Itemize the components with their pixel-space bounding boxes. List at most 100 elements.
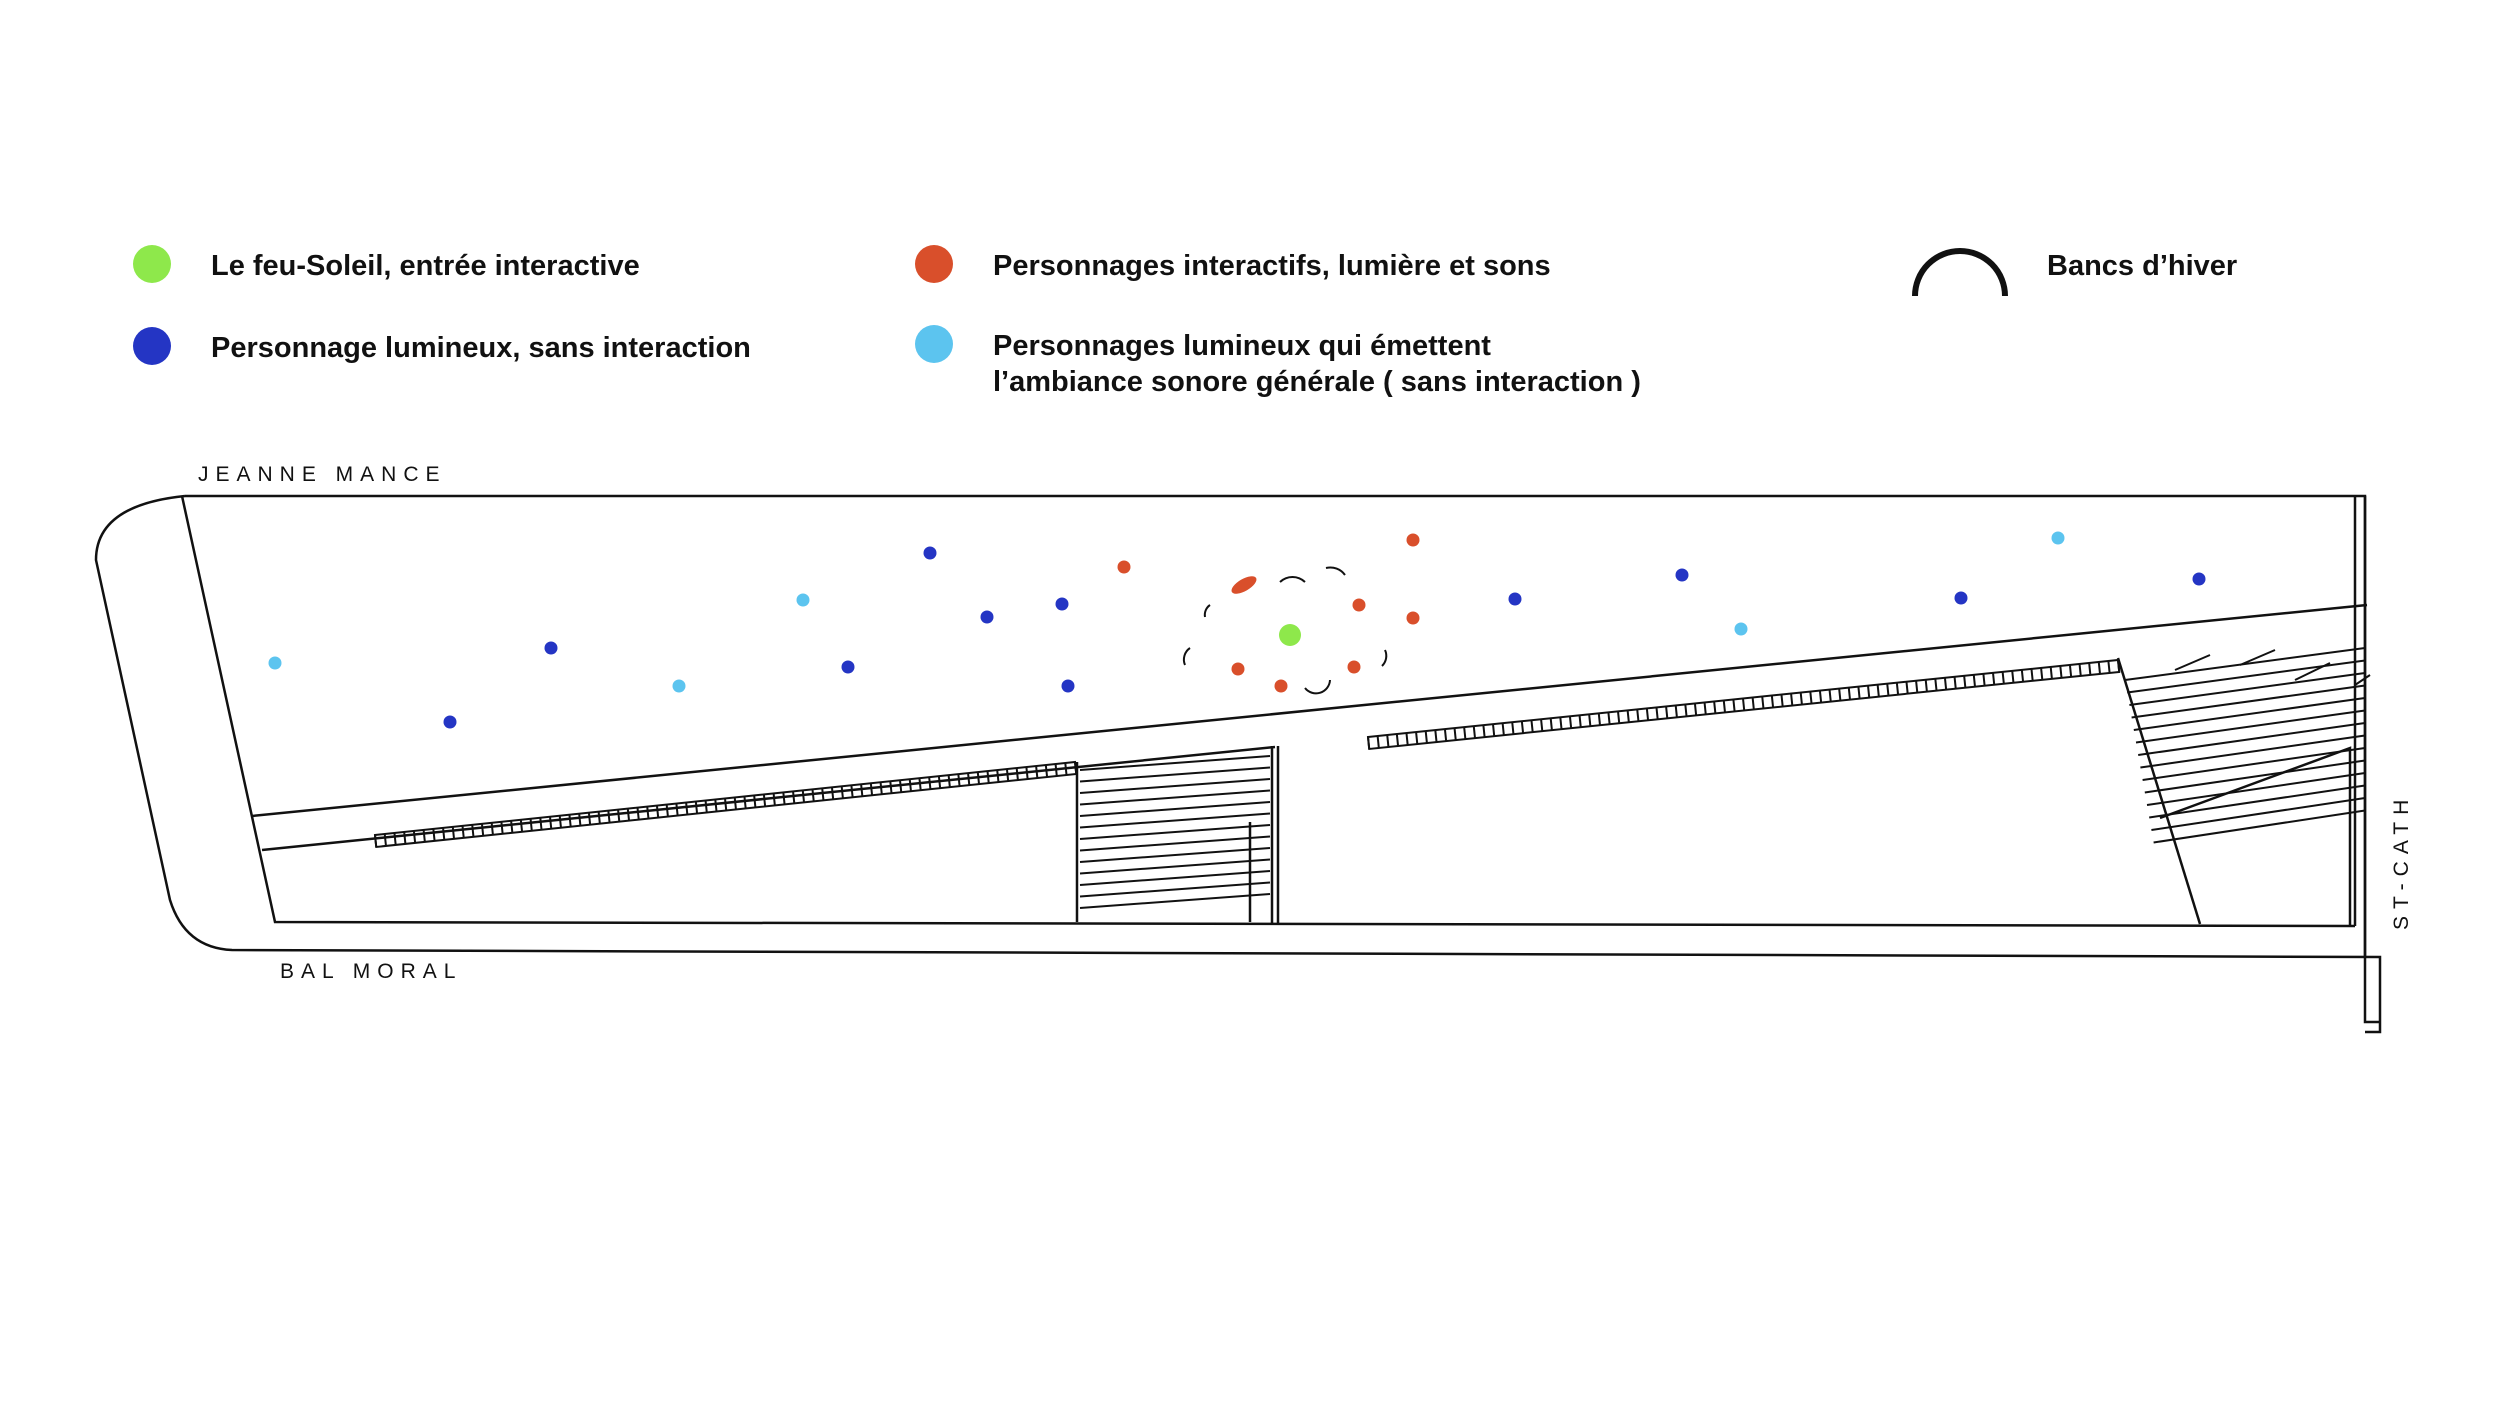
bench-slat [879, 782, 883, 795]
bench-slat [792, 791, 796, 804]
bench-slat [1025, 766, 1029, 780]
bench-slat [947, 775, 951, 788]
bench-slat [1520, 721, 1525, 734]
bench-slat [860, 784, 864, 797]
bench-slat [510, 820, 514, 833]
bench-slat [393, 832, 397, 846]
bench-slat [655, 805, 660, 818]
bench-slat [549, 816, 553, 829]
stair-step [2151, 797, 2366, 831]
bench-slat [1434, 729, 1438, 743]
bench-slat [1761, 696, 1765, 709]
bench-slat [568, 814, 572, 827]
winter-bench-arc [1203, 604, 1211, 618]
bench-slat [850, 785, 854, 798]
bench-slat [1703, 702, 1707, 715]
bench-slat [1501, 723, 1505, 736]
bench-slat [869, 783, 874, 796]
stair-step [2127, 659, 2366, 694]
bench-slat [1742, 698, 1746, 711]
bench-slat [2088, 662, 2092, 676]
bench-slat [1636, 709, 1640, 722]
bench-slat [1511, 722, 1515, 735]
bench-slat [2001, 671, 2005, 684]
bench-slat [685, 802, 689, 815]
bench-slat [636, 807, 640, 820]
stairs-west [1079, 755, 1271, 909]
stair-tick [2239, 649, 2276, 666]
bench-slat [500, 821, 504, 834]
blue-dot-icon [133, 327, 171, 365]
blue-character-dot [1061, 679, 1075, 693]
legend-label-line-2: l’ambiance sonore générale ( sans intera… [993, 366, 1641, 398]
bench-slat [412, 830, 417, 843]
bench-slat [1530, 720, 1534, 733]
bench-slat [1876, 684, 1880, 697]
bench-slat [1799, 692, 1803, 705]
orange-dot-icon [915, 245, 953, 283]
bench-slat [1943, 677, 1948, 690]
stair-step [2124, 647, 2366, 681]
blue-character-dot [841, 660, 855, 674]
bench-slat [1424, 730, 1428, 744]
bench-slat [976, 772, 981, 785]
orange-character-dot [1406, 611, 1420, 625]
bench-slat [753, 795, 757, 808]
bench-slat [1626, 710, 1630, 723]
bench-slat [908, 779, 912, 792]
bench-slat [1809, 691, 1813, 704]
bench-slat [480, 823, 485, 836]
stair-step [2135, 709, 2366, 744]
bench-slat [1617, 711, 1621, 724]
stair-step [1079, 858, 1271, 875]
bench-slat [1732, 699, 1736, 712]
bench-slat [519, 819, 524, 832]
bench-slat [1857, 686, 1861, 699]
west-south-boundary [94, 494, 2382, 1034]
stair-tick [2294, 662, 2331, 681]
cyan-character-dot [268, 656, 282, 670]
bench-slat [1655, 707, 1659, 720]
bench-slat [1568, 716, 1573, 729]
stair-step [1079, 881, 1271, 898]
bench-slat [403, 831, 407, 844]
winter-bench-arc [1279, 575, 1306, 583]
legend-item-ambiance-sonore: Personnages lumineux qui émettent l’ambi… [915, 325, 1641, 400]
bench-slat [1722, 700, 1726, 713]
bench-slat [2040, 667, 2044, 680]
bench-slat [2107, 660, 2111, 674]
bench-slat [704, 800, 708, 813]
cyan-dot-icon [915, 325, 953, 363]
bench-slat [967, 773, 971, 786]
bench-slat [1828, 689, 1832, 702]
bench-slat [1549, 718, 1553, 731]
bench-slat [957, 774, 961, 787]
legend-item-bancs-hiver: Bancs d’hiver [1910, 248, 2237, 298]
bench-slat [2030, 668, 2034, 681]
bench-slat [1367, 736, 1371, 750]
bench-slat [1818, 690, 1823, 703]
blue-character-dot [923, 546, 937, 560]
stair-step [2153, 809, 2366, 844]
legend-label-multiline: Personnages lumineux qui émettent l’ambi… [993, 328, 1641, 400]
legend-item-personnage-lumineux: Personnage lumineux, sans interaction [133, 327, 751, 366]
bench-slat [1963, 675, 1967, 688]
bench-slat [996, 770, 1000, 783]
bench-slat [743, 796, 747, 809]
bench-slat [889, 781, 893, 794]
bench-slat [918, 778, 922, 791]
bench-slat [1005, 768, 1010, 782]
benches-row-west [373, 760, 1078, 849]
bench-slat [539, 817, 543, 830]
bench-slat [1415, 731, 1419, 745]
bench-slat [1924, 679, 1928, 692]
stair-step [2129, 672, 2366, 706]
bench-slat [2068, 664, 2073, 677]
legend-label: Le feu-Soleil, entrée interactive [211, 250, 640, 282]
stair-step [1079, 824, 1271, 840]
bench-slat [830, 787, 835, 800]
bench-slat [1674, 705, 1678, 718]
bench-slat [2097, 661, 2101, 675]
bench-slat [986, 771, 990, 784]
bench-slat [1074, 761, 1078, 775]
